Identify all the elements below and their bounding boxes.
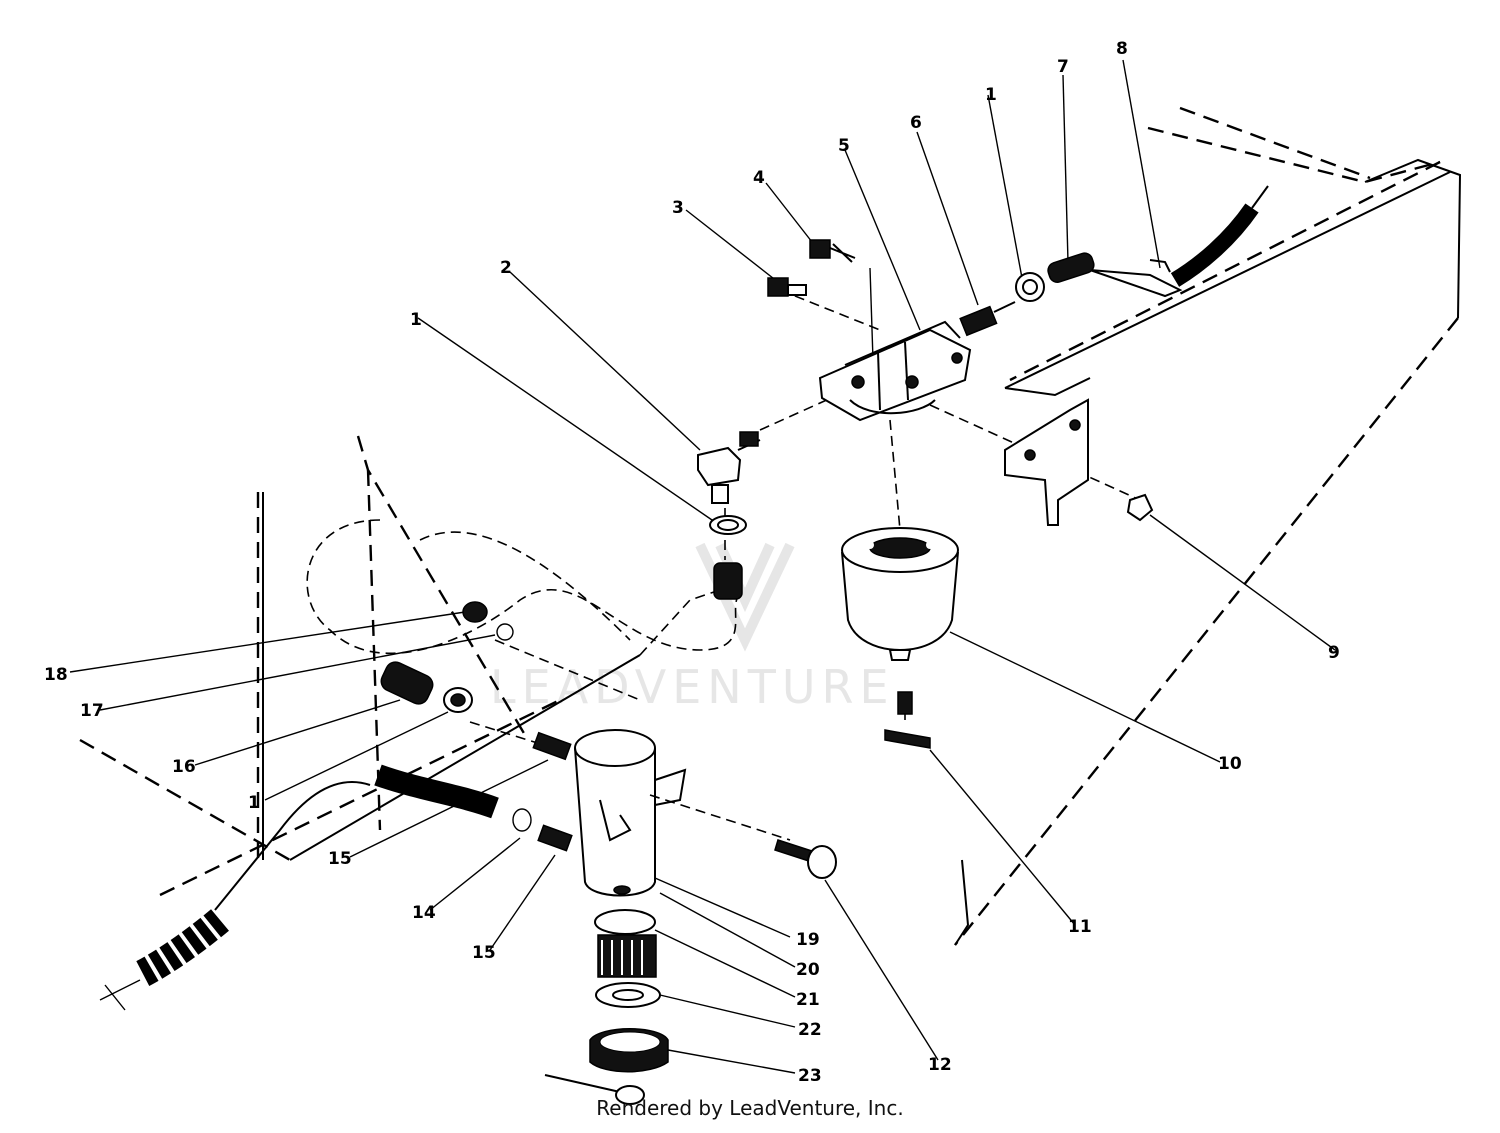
filter-bowl	[841, 527, 959, 661]
callout-9: 9	[1328, 643, 1340, 663]
callout-12: 12	[928, 1055, 952, 1075]
callout-17: 17	[80, 701, 104, 721]
hose-clamp-fitting-upper	[959, 252, 1095, 337]
bolts-upper	[767, 239, 856, 297]
watermark: LEADVENTURE	[490, 542, 895, 714]
callout-11: 11	[1068, 917, 1092, 937]
callout-1-mid: 1	[410, 310, 422, 330]
callout-16: 16	[172, 757, 196, 777]
callout-15-lower: 15	[472, 943, 496, 963]
bolt-lower	[774, 839, 837, 879]
callout-15-upper: 15	[328, 849, 352, 869]
callout-2: 2	[500, 258, 512, 278]
callout-19: 19	[796, 930, 820, 950]
callout-20: 20	[796, 960, 820, 980]
fuel-hose-lower	[99, 764, 499, 1011]
drain-valve	[884, 691, 931, 749]
leader-lines	[69, 59, 1336, 1074]
watermark-text: LEADVENTURE	[490, 660, 895, 714]
clamp-elbow	[709, 515, 747, 600]
callout-18: 18	[44, 665, 68, 685]
filter-head-bracket	[818, 320, 972, 422]
fittings-lower	[512, 731, 573, 852]
fuel-filter-canister	[544, 729, 687, 1105]
callout-10: 10	[1218, 754, 1242, 774]
callout-1-top: 1	[985, 85, 997, 105]
callout-5: 5	[838, 136, 850, 156]
callout-8: 8	[1116, 39, 1128, 59]
callout-23: 23	[798, 1066, 822, 1086]
callout-4: 4	[753, 168, 765, 188]
footer-credit: Rendered by LeadVenture, Inc.	[596, 1096, 904, 1120]
frame-outline	[954, 106, 1462, 946]
mount-bracket	[1004, 398, 1154, 526]
callout-14: 14	[412, 903, 436, 923]
callout-1-left: 1	[248, 793, 260, 813]
fuel-hose-top	[1089, 185, 1269, 298]
left-small-parts	[380, 601, 514, 713]
callout-21: 21	[796, 990, 820, 1010]
callout-7: 7	[1057, 57, 1069, 77]
callout-3: 3	[672, 198, 684, 218]
callout-6: 6	[910, 113, 922, 133]
elbow-fitting	[697, 431, 761, 504]
callout-22: 22	[798, 1020, 822, 1040]
left-frame-outline	[79, 435, 746, 897]
assembly-axes	[469, 267, 1141, 841]
callout-labels: 8 7 1 6 5 4 3 2 1 9 10 11 12 18 17 16 1 …	[44, 39, 1340, 1086]
